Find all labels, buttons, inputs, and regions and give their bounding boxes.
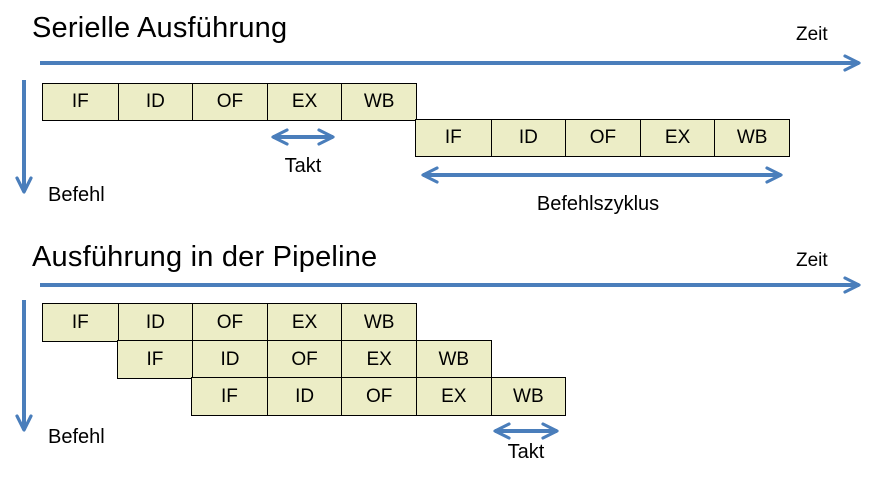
pipeline-stage-cell: ID [192, 341, 267, 378]
takt-label-serial: Takt [284, 155, 322, 177]
pipeline-stage-cell: WB [490, 378, 566, 415]
pipeline-stage-cell: EX [341, 341, 416, 378]
serial-section-title: Serielle Ausführung [32, 12, 288, 44]
pipeline-stage-cell: EX [266, 304, 342, 341]
pipeline-stage-cell: EX [415, 378, 491, 415]
pipeline-stage-cell: OF [192, 84, 267, 120]
befehl-label-pipeline: Befehl [48, 426, 105, 448]
pipeline-stage-cell: WB [341, 304, 416, 341]
pipeline-stage-cell: ID [117, 84, 193, 120]
pipeline-section-title: Ausführung in der Pipeline [32, 241, 378, 273]
pipeline-stage-cell: ID [117, 304, 193, 341]
pipeline-stage-cell: WB [341, 84, 416, 120]
befehlszyklus-label: Befehlszyklus [536, 193, 660, 215]
pipeline-stage-cell: EX [266, 84, 342, 120]
pipeline-stage-cell: WB [714, 120, 789, 156]
zeit-label-pipeline: Zeit [796, 250, 828, 271]
befehl-label-serial: Befehl [48, 184, 105, 206]
pipeline-stage-cell: IF [444, 127, 462, 148]
pipeline-stage-cell: EX [639, 120, 715, 156]
pipeline-stage-cell: IF [71, 311, 89, 333]
pipeline-stage-cell: WB [415, 341, 491, 378]
pipeline-stage-cell: ID [490, 120, 566, 156]
pipeline-stage-cell: IF [146, 348, 164, 370]
pipeline-stage-cell: ID [266, 378, 342, 415]
pipeline-stage-cell: OF [565, 120, 640, 156]
pipeline-stage-cell: IF [221, 385, 238, 407]
pipeline-stage-cell: OF [192, 304, 267, 341]
pipeline-stage-cell: OF [341, 378, 416, 415]
takt-label-pipeline: Takt [507, 441, 545, 463]
pipeline-stage-cell: IF [71, 91, 89, 112]
pipeline-stage-cell: OF [266, 341, 342, 378]
zeit-label-serial: Zeit [796, 24, 828, 45]
